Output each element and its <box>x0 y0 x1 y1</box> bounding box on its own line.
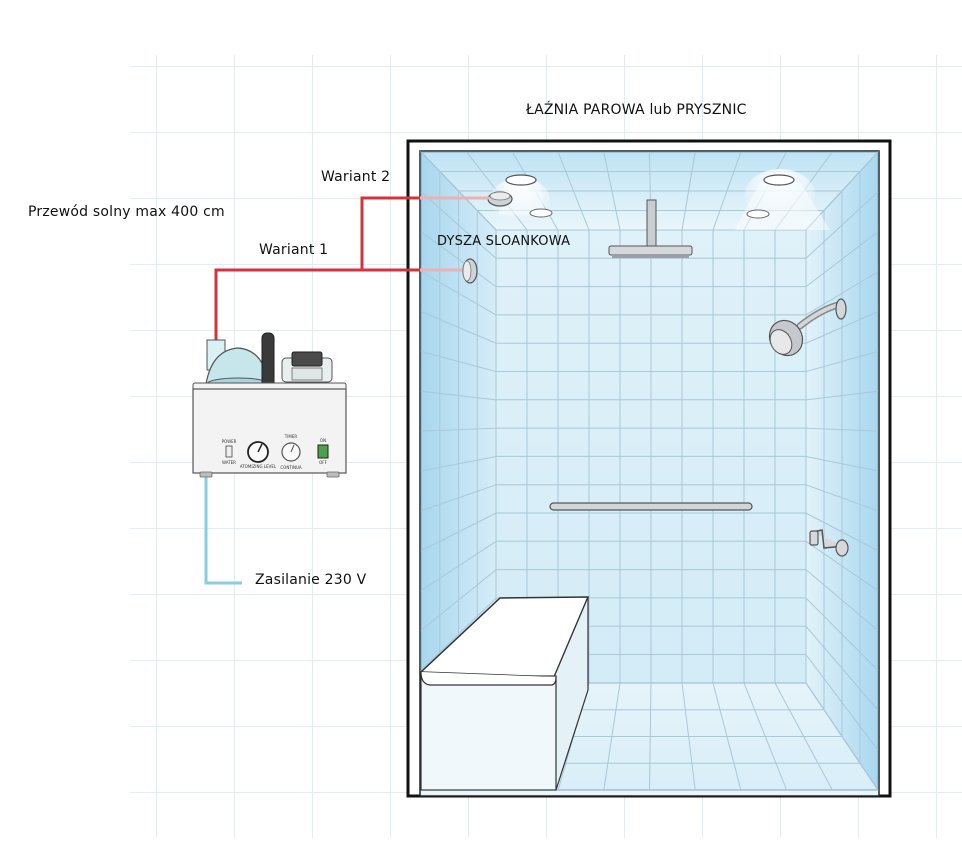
shower-cabin <box>406 139 892 798</box>
on-off-switch[interactable] <box>317 444 329 459</box>
ceiling-light-icon <box>763 174 795 186</box>
ceiling-light-icon <box>529 208 553 218</box>
grab-bar-icon <box>549 502 753 511</box>
hose-length-label: Przewód solny max 400 cm <box>28 204 225 220</box>
panel-label-on: ON <box>320 438 326 443</box>
steam-generator-device: POWER WATER ATOMIZING LEVEL TIMER CONTIN… <box>192 332 347 478</box>
salt-hose-lines <box>214 196 489 340</box>
power-switch[interactable] <box>225 445 233 458</box>
ceiling-light-icon <box>746 209 770 219</box>
variant-2-label: Wariant 2 <box>321 169 391 185</box>
shower-head-icon <box>768 298 847 357</box>
bench-icon <box>419 596 590 791</box>
panel-label-continua: CONTINUA <box>280 465 301 470</box>
rain-shower-head-icon <box>608 199 693 258</box>
variant-1-label: Wariant 1 <box>259 242 329 258</box>
panel-label-atomizing: ATOMIZING LEVEL <box>240 464 277 469</box>
device-housing <box>192 388 347 474</box>
ceiling-light-icon <box>505 174 537 186</box>
nozzle-label: DYSZA SLOANKOWA <box>437 234 571 249</box>
panel-label-power: POWER <box>222 439 237 444</box>
steam-nozzle-ceiling-icon <box>487 191 513 207</box>
panel-label-off: OFF <box>319 460 327 465</box>
power-supply-label: Zasilanie 230 V <box>255 572 367 588</box>
faucet-icon <box>809 529 849 557</box>
power-line <box>204 475 242 585</box>
panel-label-timer: TIMER <box>284 434 298 439</box>
room-title: ŁAŹNIA PAROWA lub PRYSZNIC <box>526 102 747 118</box>
steam-nozzle-wall-icon <box>462 258 478 284</box>
panel-label-water: WATER <box>222 460 236 465</box>
